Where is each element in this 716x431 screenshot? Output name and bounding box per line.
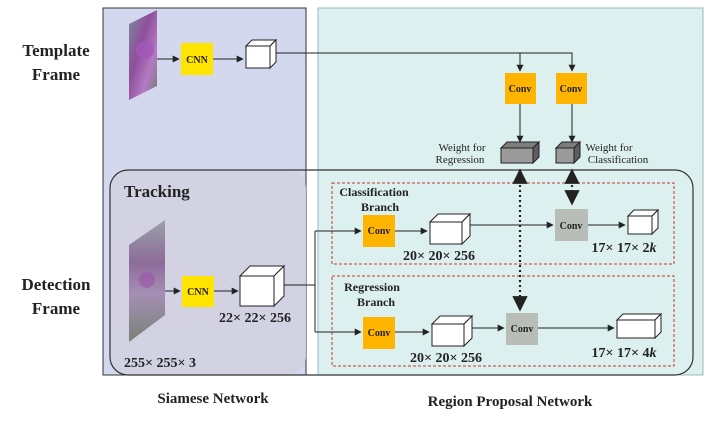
- cls-feature-cube: [428, 212, 472, 246]
- reg-output-dims: 17× 17× 4k: [592, 346, 657, 361]
- detection-frame-label-1: Detection: [22, 275, 91, 294]
- classification-branch-label-1: Classification: [339, 185, 409, 199]
- conv-template-cls-box: [556, 73, 587, 104]
- cnn-detection-label: CNN: [187, 287, 209, 298]
- tracking-overlay: [110, 170, 306, 375]
- regression-branch-label-1: Regression: [344, 280, 400, 294]
- template-frame-label-1: Template: [22, 41, 90, 60]
- cls-output-dims: 17× 17× 2k: [592, 241, 657, 256]
- cnn-detection-box: [182, 276, 214, 307]
- detection-feature-cube: [238, 264, 286, 308]
- tracking-region: [109, 169, 694, 376]
- siamese-network-label: Siamese Network: [157, 391, 269, 407]
- detection-frame-label-2: Frame: [32, 299, 81, 318]
- conv-cls-out-box: [555, 209, 588, 241]
- conv-cls-out-label: Conv: [560, 221, 583, 232]
- classification-branch-label-2: Branch: [361, 200, 399, 214]
- conv-template-reg-box: [505, 73, 536, 104]
- conv-cls-branch-label: Conv: [368, 226, 391, 237]
- conv-template-reg-label: Conv: [509, 84, 532, 95]
- conv-template-cls-label: Conv: [560, 84, 583, 95]
- reg-feature-cube: [430, 314, 474, 348]
- cls-output-cube: [626, 208, 660, 236]
- conv-reg-branch-box: [363, 317, 395, 349]
- rpn-label: Region Proposal Network: [428, 394, 593, 410]
- regression-branch-label-2: Branch: [357, 295, 395, 309]
- reg-output-cube: [615, 312, 663, 340]
- regression-branch-box: [331, 275, 675, 367]
- tracking-label: Tracking: [124, 182, 190, 201]
- detection-feature-dims: 22× 22× 256: [219, 311, 291, 326]
- conv-reg-out-box: [506, 313, 538, 345]
- template-frame-label-2: Frame: [32, 65, 81, 84]
- conv-reg-out-label: Conv: [511, 324, 534, 335]
- weight-regression-label-1: Weight for: [438, 142, 485, 154]
- reg-feature-dims: 20× 20× 256: [410, 351, 482, 366]
- weight-classification-label-2: Classification: [588, 154, 649, 166]
- weight-regression-label-2: Regression: [436, 154, 485, 166]
- detection-input-dims: 255× 255× 3: [124, 356, 196, 371]
- weight-classification-block: [554, 140, 582, 165]
- conv-cls-branch-box: [363, 215, 395, 247]
- cnn-template-box: [181, 43, 213, 75]
- template-feature-cube: [244, 38, 278, 70]
- cnn-template-label: CNN: [186, 55, 208, 66]
- cls-feature-dims: 20× 20× 256: [403, 249, 475, 264]
- weight-classification-label-1: Weight for: [585, 142, 632, 154]
- classification-branch-box: [331, 182, 675, 265]
- conv-reg-branch-label: Conv: [368, 328, 391, 339]
- weight-regression-block: [499, 140, 541, 165]
